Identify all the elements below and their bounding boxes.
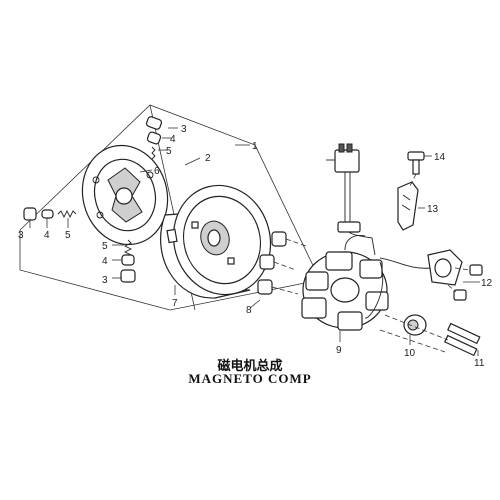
callout-12: 12	[481, 278, 493, 289]
roller-set-left	[23, 207, 77, 221]
bolts-part-8	[257, 231, 307, 295]
diagram-title-english: MAGNETO COMP	[188, 371, 312, 386]
callout-5b: 5	[65, 230, 71, 241]
callout-5a: 5	[166, 146, 172, 157]
callout-9: 9	[336, 345, 342, 356]
callout-13: 13	[427, 204, 439, 215]
callout-7: 7	[172, 298, 178, 309]
callout-4b: 4	[44, 230, 50, 241]
callout-8: 8	[246, 305, 252, 316]
bolts-part-11	[379, 314, 481, 357]
callout-11: 11	[474, 358, 485, 369]
starter-clutch-plate	[81, 144, 169, 246]
stator-coil	[301, 235, 389, 331]
callout-numbers: 1 2 3 3 3 4 4 4 5 5 5 6 7 8 9 10 11 12 1…	[18, 124, 493, 369]
pulser-coil	[427, 249, 483, 301]
callout-5c: 5	[102, 241, 108, 252]
callout-4c: 4	[102, 256, 108, 267]
callout-leaders	[29, 127, 480, 356]
clamp-screw	[407, 151, 425, 187]
flywheel-rotor	[160, 184, 272, 299]
callout-10: 10	[404, 348, 416, 359]
roller-set-top	[145, 116, 163, 160]
callout-2: 2	[205, 153, 211, 164]
callout-3c: 3	[102, 275, 108, 286]
wire-clamp	[397, 181, 419, 231]
callout-6: 6	[154, 166, 160, 177]
callout-4a: 4	[170, 134, 176, 145]
callout-1: 1	[252, 141, 258, 152]
grommet-part-10	[403, 314, 427, 336]
diagram-title-chinese: 磁电机总成	[217, 359, 283, 374]
wire-harness	[326, 143, 431, 319]
roller-set-bottom	[120, 239, 136, 283]
callout-14: 14	[434, 152, 446, 163]
callout-3a: 3	[181, 124, 187, 135]
callout-3b: 3	[18, 230, 24, 241]
